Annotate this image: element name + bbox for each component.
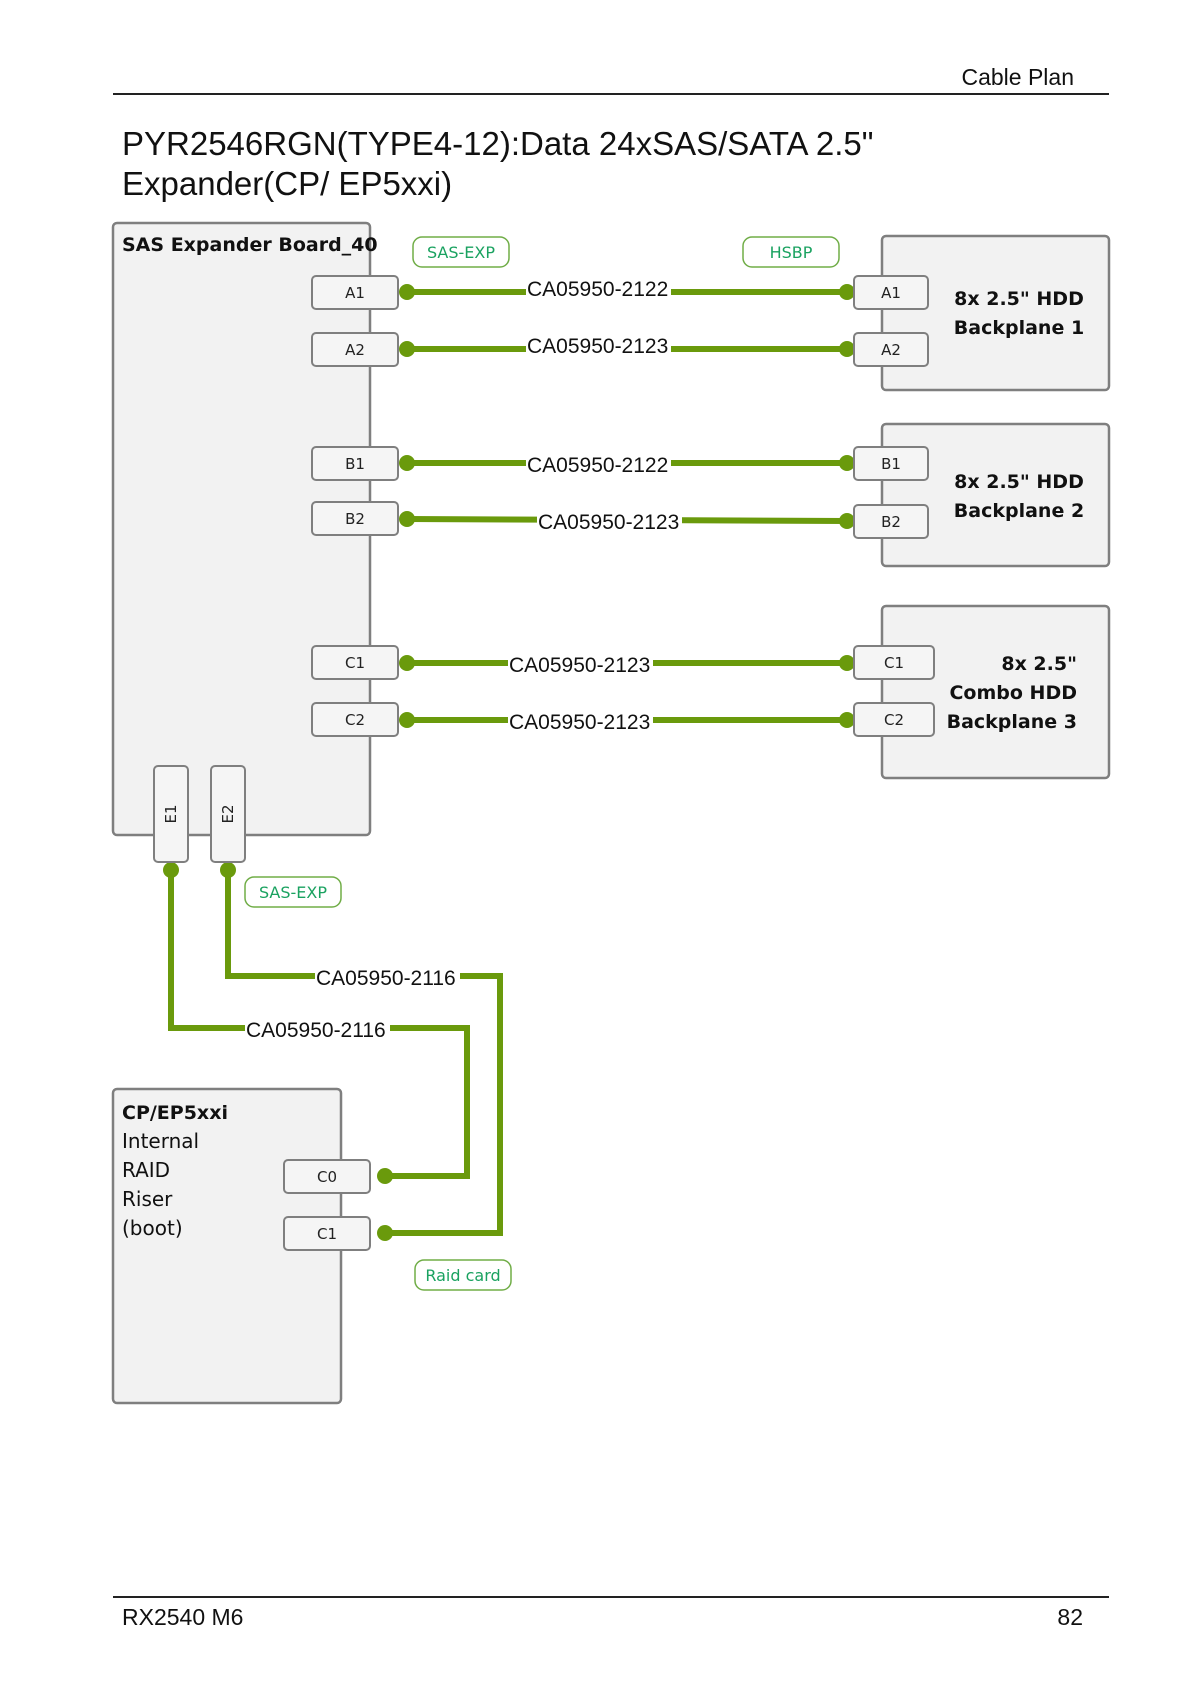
- expander-port-c1: C1: [311, 645, 399, 680]
- raid-riser-line-2: RAID: [122, 1158, 170, 1182]
- svg-text:B2: B2: [881, 513, 901, 531]
- tag-sas-exp-bottom-label: SAS-EXP: [259, 883, 327, 902]
- cable-e1-c0-label: CA05950-2116: [246, 1019, 386, 1042]
- footer-rule: [113, 1596, 1109, 1598]
- expander-port-b2: B2: [311, 501, 399, 536]
- cable-c2-label: CA05950-2123: [509, 711, 650, 734]
- backplane-2-box: [880, 422, 1111, 568]
- tag-sas-exp-top-label: SAS-EXP: [427, 243, 495, 262]
- svg-text:B1: B1: [345, 455, 365, 473]
- expander-port-c2: C2: [311, 702, 399, 737]
- cable-e1-c0: [163, 862, 470, 1184]
- cable-a2-label: CA05950-2123: [527, 335, 668, 358]
- page-title: PYR2546RGN(TYPE4-12):Data 24xSAS/SATA 2.…: [122, 125, 874, 202]
- expander-port-b1: B1: [311, 446, 399, 481]
- svg-text:B2: B2: [345, 510, 365, 528]
- cable-a1-label: CA05950-2122: [527, 278, 668, 301]
- expander-port-a1: A1: [311, 275, 399, 310]
- expander-port-e1: E1: [153, 765, 189, 863]
- svg-text:A2: A2: [881, 341, 901, 359]
- svg-text:C2: C2: [345, 711, 365, 729]
- backplane-3-line-3: Backplane 3: [947, 711, 1077, 733]
- backplane-3-line-2: Combo HDD: [949, 682, 1077, 704]
- svg-text:C0: C0: [317, 1168, 337, 1186]
- svg-text:A2: A2: [345, 341, 365, 359]
- expander-port-a2: A2: [311, 332, 399, 367]
- expander-port-e2: E2: [210, 765, 246, 863]
- footer-model: RX2540 M6: [122, 1604, 244, 1630]
- backplane-3-line-1: 8x 2.5": [1001, 653, 1077, 675]
- tag-raid-card-label: Raid card: [425, 1266, 500, 1285]
- raid-riser-title: CP/EP5xxi: [122, 1102, 228, 1124]
- svg-text:B1: B1: [881, 455, 901, 473]
- tag-raid-card: [414, 1259, 512, 1291]
- raid-riser-line-1: Internal: [122, 1129, 199, 1153]
- backplane-2-line-2: Backplane 2: [954, 500, 1084, 522]
- backplane-3-box: [880, 604, 1111, 780]
- svg-text:C2: C2: [884, 711, 904, 729]
- header-rule: [113, 93, 1109, 95]
- cable-e2-c1: [220, 862, 503, 1241]
- cable-c1-label: CA05950-2123: [509, 654, 650, 677]
- cable-b2-label: CA05950-2123: [538, 511, 679, 534]
- tag-hsbp-label: HSBP: [770, 243, 813, 262]
- svg-text:C1: C1: [345, 654, 365, 672]
- footer-page-number: 82: [1057, 1604, 1083, 1630]
- backplane-3-port-c1: C1: [853, 645, 935, 680]
- expander-board-title: SAS Expander Board_40: [122, 234, 378, 256]
- backplane-1-box: [880, 234, 1111, 392]
- tag-hsbp: [742, 236, 840, 268]
- svg-text:E2: E2: [219, 804, 237, 823]
- svg-text:A1: A1: [345, 284, 365, 302]
- svg-text:C1: C1: [317, 1225, 337, 1243]
- tag-sas-exp-top: [412, 236, 510, 268]
- cable-e2-c1-label: CA05950-2116: [316, 967, 456, 990]
- backplane-1-line-1: 8x 2.5" HDD: [954, 288, 1084, 310]
- svg-text:E1: E1: [162, 804, 180, 823]
- tag-sas-exp-bottom: [244, 876, 342, 908]
- backplane-1-port-a1: A1: [853, 275, 929, 310]
- section-title: Cable Plan: [961, 64, 1074, 90]
- backplane-3-port-c2: C2: [853, 702, 935, 737]
- raid-riser-line-3: Riser: [122, 1187, 173, 1211]
- backplane-2-port-b2: B2: [853, 504, 929, 539]
- backplane-2-port-b1: B1: [853, 446, 929, 481]
- raid-riser-port-c0: C0: [283, 1159, 371, 1194]
- svg-text:C1: C1: [884, 654, 904, 672]
- backplane-2-line-1: 8x 2.5" HDD: [954, 471, 1084, 493]
- backplane-1-line-2: Backplane 1: [954, 317, 1084, 339]
- cable-b1-label: CA05950-2122: [527, 454, 668, 477]
- raid-riser-line-4: (boot): [122, 1216, 183, 1240]
- svg-text:A1: A1: [881, 284, 901, 302]
- backplane-1-port-a2: A2: [853, 332, 929, 367]
- raid-riser-port-c1: C1: [283, 1216, 371, 1251]
